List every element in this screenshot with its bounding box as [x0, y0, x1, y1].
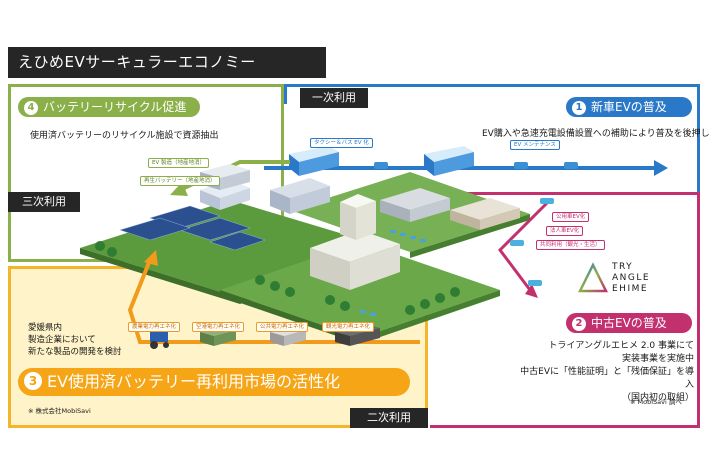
number-badge: 3	[24, 372, 42, 390]
recycle-title: 4 バッテリーリサイクル促進	[18, 97, 200, 117]
reuse-credit: ※ 株式会社MobiSavi	[28, 407, 91, 415]
shared-ev-tag: 共同利用（観光・生活）	[536, 240, 605, 250]
recycled-battery-tag: 再生バッテリー（地産地消）	[140, 176, 220, 186]
public-ev-tag: 公用車EV化	[552, 212, 590, 222]
reuse-market-title: 3 EV使用済バッテリー再利用市場の活性化	[18, 368, 410, 396]
used-ev-line1: トライアングルエヒメ 2.0 事業にて	[548, 341, 694, 351]
new-ev-panel	[284, 84, 700, 192]
number-badge: 1	[572, 101, 586, 115]
new-ev-description: EV購入や急速充電設備設置への補助により普及を後押し	[482, 129, 710, 139]
ev-bus-icon	[289, 146, 339, 176]
reuse-market-title-text: EV使用済バッテリー再利用市場の活性化	[47, 372, 341, 391]
used-ev-source: ※ MobiSavi 調べ	[630, 398, 682, 406]
airport-power-tag: 空港電力再エネ化	[192, 322, 245, 332]
logo-line3: EHIME	[612, 284, 649, 294]
tryangle-triangle-icon	[578, 262, 608, 293]
used-ev-line3: 中古EVに「性能証明」と「残価保証」を導入	[520, 367, 694, 390]
used-ev-description: トライアングルエヒメ 2.0 事業にて 実装事業を実施中 中古EVに「性能証明」…	[520, 340, 694, 405]
new-ev-title-text: 新車EVの普及	[591, 100, 667, 114]
reuse-note-line1: 愛媛県内	[28, 323, 63, 333]
number-badge: 4	[24, 101, 38, 115]
tertiary-use-label: 三次利用	[8, 192, 80, 212]
tractor-icon	[150, 332, 169, 349]
corporate-ev-tag: 法人車EV化	[546, 226, 584, 236]
maintenance-tag: EV メンテナンス	[510, 140, 560, 150]
used-ev-title: 2 中古EVの普及	[566, 313, 692, 333]
primary-use-label: 一次利用	[300, 88, 368, 108]
secondary-use-label: 二次利用	[350, 408, 428, 428]
public-power-tag: 公共電力再エネ化	[256, 322, 309, 332]
agri-power-tag: 農業電力再エネ化	[128, 322, 181, 332]
new-ev-flow	[264, 146, 668, 176]
recycle-description: 使用済バッテリーのリサイクル施設で資源抽出	[30, 131, 219, 141]
tourism-power-tag: 観光電力再エネ化	[322, 322, 375, 332]
reuse-note-line2: 製造企業において	[28, 335, 96, 345]
ev-manufacturing-tag: EV 製造（地産地消）	[148, 158, 209, 168]
used-ev-flow	[498, 198, 554, 298]
recycle-title-text: バッテリーリサイクル促進	[43, 100, 187, 114]
used-ev-line2: 実装事業を実施中	[621, 354, 694, 364]
reuse-note: 愛媛県内 製造企業において 新たな製品の開発を検討	[28, 322, 122, 358]
new-ev-title: 1 新車EVの普及	[566, 97, 692, 117]
used-ev-line4: （国内初の取組）	[621, 393, 694, 403]
page-title: えひめEVサーキュラーエコノミー	[8, 47, 326, 78]
used-ev-title-text: 中古EVの普及	[591, 316, 667, 330]
reuse-flow	[127, 250, 420, 349]
taxi-bus-tag: タクシー＆バス EV 化	[310, 138, 373, 148]
reuse-note-line3: 新たな製品の開発を検討	[28, 347, 122, 357]
logo-line1: TRY	[612, 262, 634, 272]
new-ev-panel-edge	[284, 84, 287, 104]
tryangle-ehime-logo: TRY ANGLE EHIME	[612, 262, 650, 295]
logo-line2: ANGLE	[612, 273, 651, 283]
used-ev-panel	[430, 192, 700, 428]
number-badge: 2	[572, 317, 586, 331]
ev-bus-icon	[424, 146, 474, 176]
